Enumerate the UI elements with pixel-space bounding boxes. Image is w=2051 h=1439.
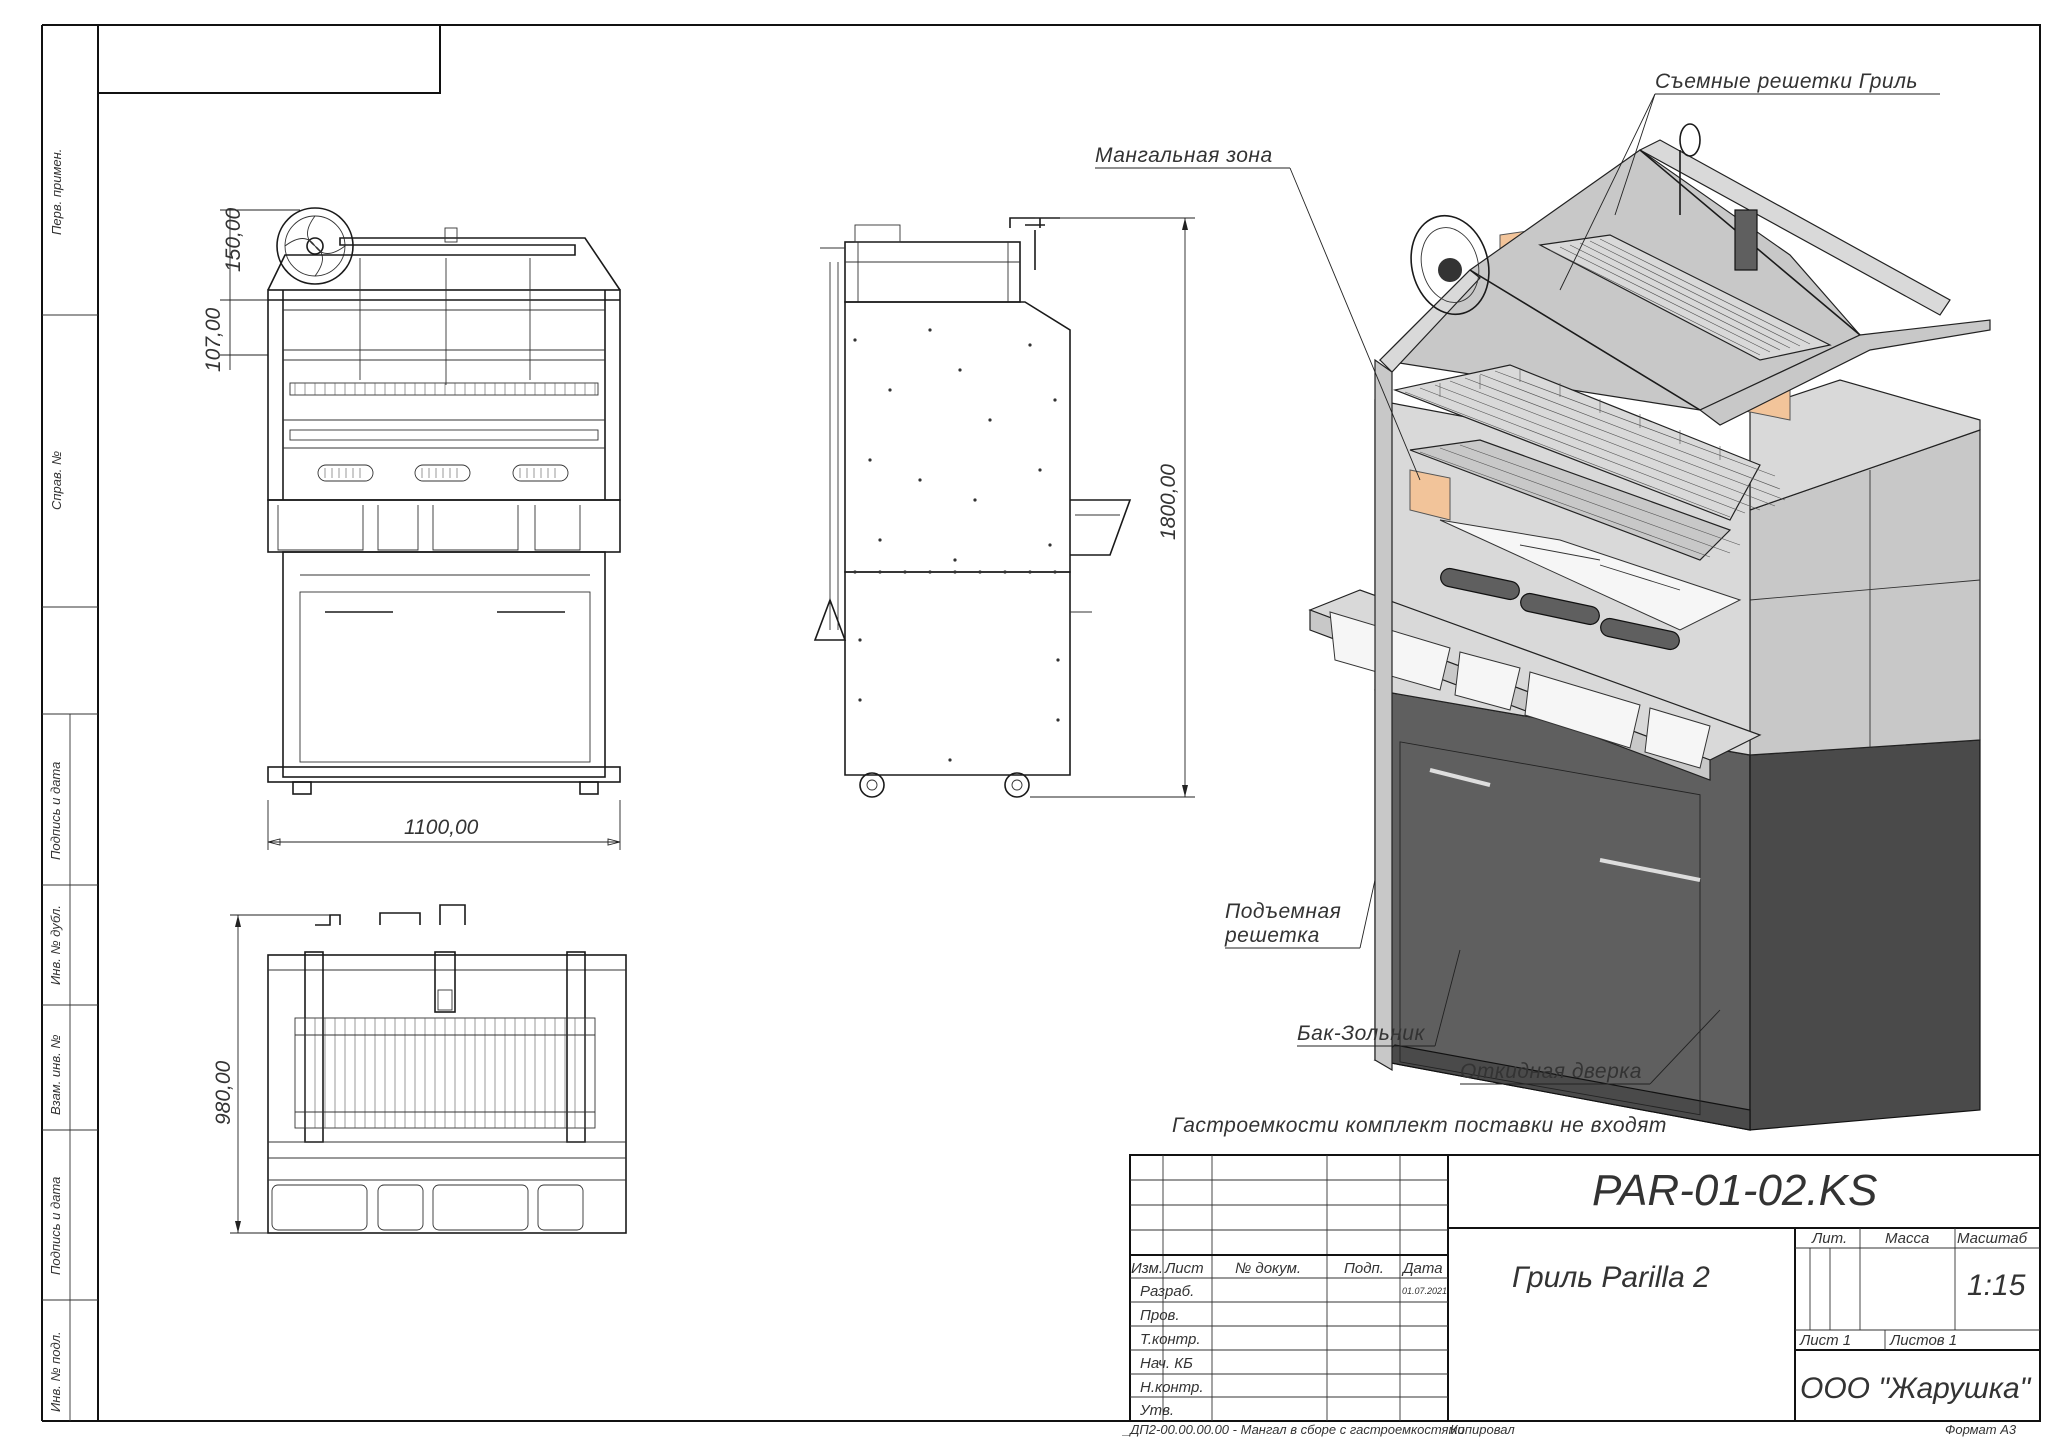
col-scale: Масштаб — [1957, 1230, 2028, 1247]
wheel-icon — [276, 207, 354, 285]
col-lit: Лит. — [1811, 1230, 1847, 1247]
hdr-sign: Подп. — [1344, 1260, 1384, 1277]
dim-height-1800: 1800,00 — [1157, 464, 1180, 540]
dim-grate-107: 107,00 — [202, 307, 225, 372]
stamp-perv-primen: Перв. примен. — [49, 149, 64, 235]
row-utv: Утв. — [1139, 1402, 1174, 1419]
sheet-number: Лист 1 — [1799, 1332, 1851, 1349]
callout-lifting-grate-1: Подъемная — [1225, 900, 1341, 923]
stamp-podpis-data-1: Подпись и дата — [48, 762, 63, 860]
drawing-designation: PAR-01-02.KS — [1592, 1166, 1877, 1215]
col-mass: Масса — [1885, 1230, 1929, 1247]
hdr-izm: Изм. — [1131, 1260, 1163, 1277]
copied-label: Копировал — [1450, 1422, 1515, 1437]
product-name: Гриль Parilla 2 — [1512, 1261, 1710, 1294]
callout-lifting-grate-2: решетка — [1224, 924, 1320, 947]
row-tkontr: Т.контр. — [1140, 1331, 1201, 1348]
isometric-view — [1308, 123, 1991, 1131]
top-view: 980,00 — [212, 904, 627, 1234]
format-label: Формат А3 — [1945, 1422, 2017, 1437]
stamp-sprav-no: Справ. № — [49, 451, 64, 510]
row-prov: Пров. — [1140, 1307, 1180, 1324]
hdr-doc: № докум. — [1235, 1260, 1301, 1277]
row-nkontr: Н.контр. — [1140, 1379, 1204, 1396]
sheets-total: Листов 1 — [1889, 1332, 1957, 1349]
scale-value: 1:15 — [1967, 1269, 2026, 1302]
note-gastro-not-included: Гастроемкости комплект поставки не входя… — [1172, 1114, 1667, 1137]
callouts: Съемные решетки Гриль Мангальная зона По… — [1095, 70, 1940, 1137]
side-view: 1800,00 — [813, 217, 1195, 798]
dim-wheel-150: 150,00 — [222, 207, 245, 272]
callout-removable-grates: Съемные решетки Гриль — [1655, 70, 1918, 93]
rivets — [853, 328, 1060, 762]
row-razrab: Разраб. — [1140, 1283, 1194, 1300]
company-name: ООО "Жарушка" — [1800, 1372, 2032, 1405]
sheet-frame — [41, 24, 2041, 1422]
iso-wheel-icon — [1410, 214, 1490, 316]
row-nachkb: Нач. КБ — [1140, 1355, 1193, 1372]
stamp-podpis-data-2: Подпись и дата — [48, 1177, 63, 1275]
hdr-date: Дата — [1401, 1260, 1443, 1277]
date-value: 01.07.2021 — [1402, 1286, 1447, 1296]
callout-folding-door: Откидная дверка — [1460, 1060, 1642, 1083]
callout-brazier-zone: Мангальная зона — [1095, 144, 1273, 167]
hdr-list: Лист — [1164, 1260, 1204, 1277]
stamp-inv-dubl: Инв. № дубл. — [48, 905, 63, 985]
callout-ash-tank: Бак-Зольник — [1297, 1022, 1425, 1045]
dim-depth-980: 980,00 — [212, 1060, 235, 1125]
dim-width-1100: 1100,00 — [404, 816, 479, 839]
main-grate-bars — [1404, 368, 1786, 518]
stamp-vzam-inv: Взам. инв. № — [48, 1035, 63, 1115]
front-view: 1100,00 150,00 107,00 — [202, 207, 621, 850]
title-block: PAR-01-02.KS Гриль Parilla 2 ООО "Жарушк… — [1129, 1154, 2041, 1422]
stamp-inv-podl: Инв. № подл. — [48, 1331, 63, 1412]
footer-file-name: _ДП2-00.00.00.00 - Мангал в сборе с гаст… — [1121, 1422, 1465, 1437]
upper-grate-bars — [1549, 238, 1811, 356]
side-stamp-labels: Перв. примен. Справ. № Подпись и дата Ин… — [48, 149, 64, 1412]
